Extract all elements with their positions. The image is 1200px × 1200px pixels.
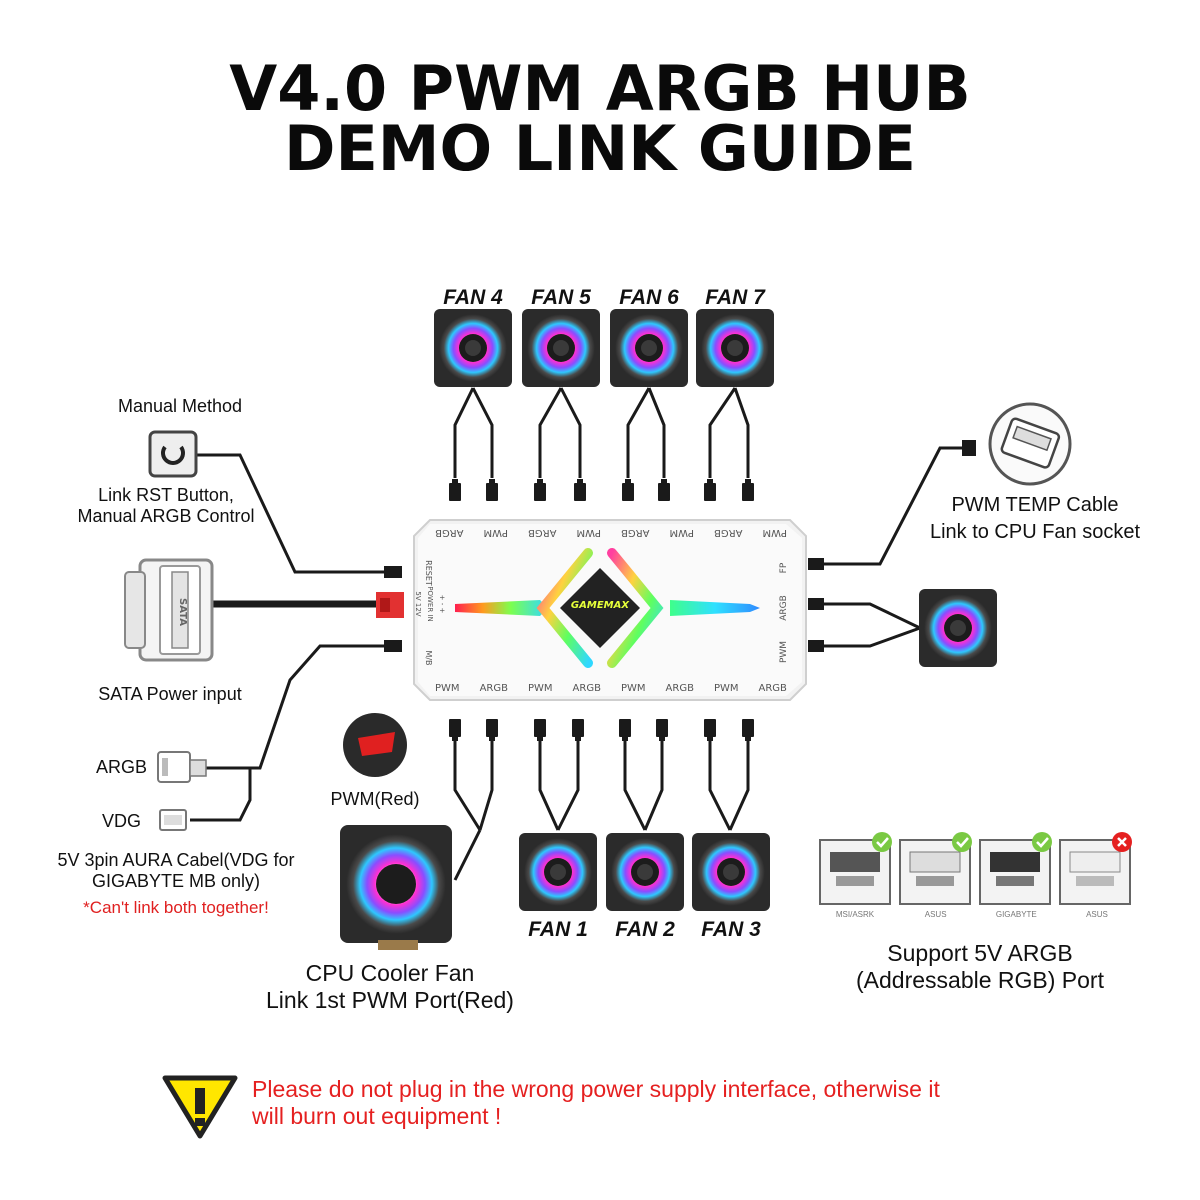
fan-4-icon: [434, 309, 512, 387]
fan-7-icon: [696, 309, 774, 387]
hub-bottom-port: ARGB: [758, 683, 787, 694]
hub-bottom-port: ARGB: [665, 683, 694, 694]
hub-power-volt-label: 5V 12V: [414, 591, 422, 617]
warning-line-2: will burn out equipment !: [252, 1103, 502, 1129]
hub-mb-label: M/B: [424, 650, 433, 666]
hub-power-sub-label: + - +: [438, 594, 446, 614]
fan-1-icon: [519, 833, 597, 911]
fan-3-label: FAN 3: [701, 918, 761, 941]
left-cables: [190, 453, 384, 822]
mb-caption: GIGABYTE: [995, 910, 1037, 919]
mb-caption: ASUS: [1086, 910, 1108, 919]
hub-pwm-label: PWM: [779, 640, 789, 664]
support-line-2: (Addressable RGB) Port: [856, 967, 1104, 993]
cpu-cooler-line-2: Link 1st PWM Port(Red): [266, 987, 514, 1013]
title-line-1: V4.0 PWM ARGB HUB: [229, 52, 971, 125]
mb-captions: MSI/ASRK ASUS GIGABYTE ASUS: [820, 910, 1132, 919]
hub-right-connectors: [808, 558, 824, 652]
pwm-red-label: PWM(Red): [330, 789, 420, 809]
pwm-red-connector-icon: [343, 713, 407, 777]
aura-label-line-2: GIGABYTE MB only): [91, 871, 261, 891]
fan-5-icon: [522, 309, 600, 387]
hub-top-port: PWM: [483, 527, 509, 538]
title-line-2: DEMO LINK GUIDE: [283, 112, 917, 185]
hub-power-label: POWER IN: [426, 586, 434, 622]
vdg-label: VDG: [102, 811, 142, 831]
sata-plug-icon: SATA: [124, 558, 214, 662]
fan-6-icon: [610, 309, 688, 387]
argb-plug-icon: [157, 751, 207, 783]
mb-caption: ASUS: [924, 910, 947, 919]
hub-top-port: ARGB: [714, 527, 743, 538]
hub-top-port: PWM: [576, 527, 602, 538]
hub-bottom-port: PWM: [620, 683, 646, 694]
cpu-cooler-line-1: CPU Cooler Fan: [305, 960, 475, 986]
hub-top-port: PWM: [669, 527, 695, 538]
support-line-1: Support 5V ARGB: [887, 940, 1073, 966]
hub-bottom-port: ARGB: [572, 683, 601, 694]
manual-method-label: Manual Method: [117, 396, 243, 416]
hub-bottom-port: ARGB: [479, 683, 508, 694]
hub-fp-label: FP: [779, 562, 789, 574]
hub-logo-diamond: [560, 568, 640, 648]
cpu-cooler-icon: [340, 825, 452, 950]
hub-bottom-port: PWM: [713, 683, 739, 694]
rst-label-line-2: Manual ARGB Control: [77, 506, 255, 526]
fan-2-icon: [606, 833, 684, 911]
fan-4-label: FAN 4: [443, 286, 503, 309]
fan-5-label: FAN 5: [531, 286, 591, 309]
hub-bottom-port-labels: PWM ARGB PWM ARGB PWM ARGB PWM ARGB: [425, 683, 797, 699]
hub-top-port: ARGB: [435, 527, 464, 538]
hub-brand: GAMEMAX: [570, 600, 630, 611]
hub-argb-label: ARGB: [779, 595, 789, 621]
top-fan-cables: [453, 387, 750, 478]
right-fan-cables: [824, 602, 921, 648]
pwm-temp-line-1: PWM TEMP Cable: [951, 494, 1119, 516]
fan-2-label: FAN 2: [615, 918, 675, 941]
mb-support-icons: [819, 832, 1132, 905]
hub-top-port-labels: PWM ARGB PWM ARGB PWM ARGB PWM ARGB: [425, 522, 797, 538]
vdg-plug-icon: [159, 809, 187, 831]
hub-top-port: PWM: [762, 527, 787, 538]
sata-power-label: SATA Power input: [98, 684, 242, 704]
hub-bottom-port: PWM: [527, 683, 553, 694]
warning-icon: [162, 1075, 238, 1139]
fan-7-label: FAN 7: [705, 286, 765, 309]
right-fan-icon: [919, 589, 997, 667]
pwm-temp-line-2: Link to CPU Fan socket: [929, 521, 1141, 543]
hub-top-port: ARGB: [621, 527, 650, 538]
rst-label-line-1: Link RST Button,: [98, 485, 234, 505]
warning-line-1: Please do not plug in the wrong power su…: [252, 1076, 940, 1102]
fan-3-icon: [692, 833, 770, 911]
fan-6-label: FAN 6: [619, 286, 679, 309]
hub-bottom-port: PWM: [435, 683, 460, 694]
aura-label-line-1: 5V 3pin AURA Cabel(VDG for: [57, 850, 295, 870]
hub-light-strips: [455, 548, 760, 668]
pwm-temp-cable: [824, 440, 976, 566]
argb-label: ARGB: [96, 757, 148, 777]
cpu-socket-icon: [988, 402, 1072, 486]
fan-1-label: FAN 1: [528, 918, 588, 941]
cant-link-warning: *Can't link both together!: [83, 898, 269, 917]
rst-button-icon: [148, 430, 198, 478]
mb-caption: MSI/ASRK: [835, 910, 875, 919]
hub-top-port: ARGB: [528, 527, 557, 538]
sata-plug-text: SATA: [177, 598, 188, 626]
bottom-fan-cables: [453, 738, 750, 881]
hub-left-connectors: [376, 566, 404, 652]
